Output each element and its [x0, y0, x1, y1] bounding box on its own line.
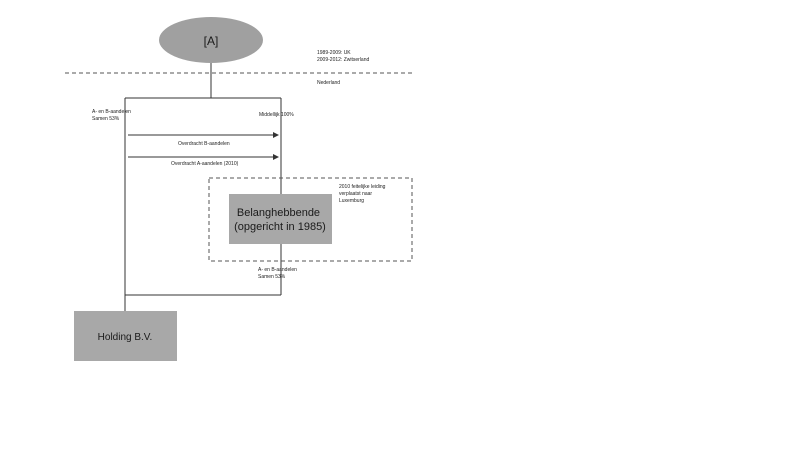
bottom-shares-line-2: Samen 53% [258, 274, 286, 280]
holding-box [74, 311, 177, 361]
transfer-b-label: Overdracht B-aandelen [178, 141, 230, 147]
belanghebbende-founded: (opgericht in 1985) [234, 221, 326, 233]
bottom-shares-line-1: A- en B-aandelen [258, 267, 297, 273]
person-a-label: [A] [204, 34, 219, 48]
luxembourg-dashed-region [208, 177, 413, 262]
residence-note: 1989-2009: UK 2009-2012: Zwitserland [317, 50, 369, 64]
relocation-line-1: 2010 feitelijke leiding [339, 184, 386, 190]
country-label: Nederland [317, 80, 341, 86]
residence-line-1: 1989-2009: UK [317, 50, 351, 56]
person-a-node [159, 17, 263, 63]
transfer-a-label: Overdracht A-aandelen (2010) [171, 161, 239, 167]
left-shares-line-2: Samen 53% [92, 116, 120, 122]
relocation-line-2: verplaatst naar [339, 191, 373, 197]
relocation-line-3: Luxemburg [339, 198, 365, 204]
left-shares-line-1: A- en B-aandelen [92, 109, 131, 115]
belanghebbende-label: Belanghebbende (opgericht in 1985) [234, 207, 326, 233]
relocation-note: 2010 feitelijke leiding verplaatst naar … [339, 184, 385, 205]
bottom-shares-note: A- en B-aandelen Samen 53% [258, 267, 297, 281]
belanghebbende-name: Belanghebbende [237, 207, 320, 219]
holding-label: Holding B.V. [98, 332, 153, 343]
indirect-ownership-note: Middellijk 100% [259, 112, 294, 118]
residence-line-2: 2009-2012: Zwitserland [317, 57, 370, 63]
left-shares-note: A- en B-aandelen Samen 53% [92, 109, 131, 123]
belanghebbende-box [229, 194, 332, 244]
